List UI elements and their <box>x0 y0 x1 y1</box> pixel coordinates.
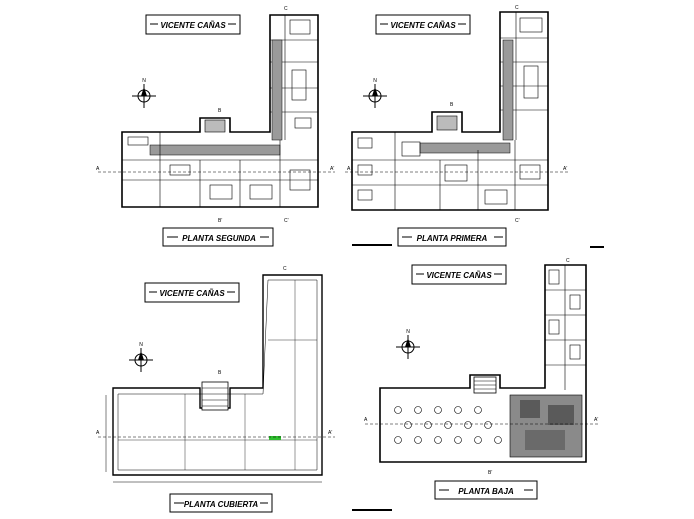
plan-title-primera: PLANTA PRIMERA <box>417 234 488 243</box>
section-mark-c: C <box>515 5 519 11</box>
section-markers-primera: A A' C C' B <box>345 5 570 224</box>
service-block-baja <box>509 394 583 458</box>
north-letter: N <box>142 78 146 84</box>
section-mark-a-prime: A' <box>563 166 567 172</box>
plan-title-box-cubierta: PLANTA CUBIERTA <box>169 493 273 513</box>
corridor-primera <box>419 39 514 154</box>
scale-bar <box>352 244 604 248</box>
dimension-lines-cubierta <box>105 395 322 483</box>
plan-title-baja: PLANTA BAJA <box>458 487 514 496</box>
plan-title-segunda: PLANTA SEGUNDA <box>182 234 256 243</box>
street-label-box-primera: VICENTE CAÑAS <box>375 14 471 35</box>
rooms-body-segunda <box>122 119 318 207</box>
rooms-body-primera <box>352 115 548 210</box>
roof-green-marker <box>269 436 281 440</box>
section-mark-a-prime: A' <box>330 166 334 172</box>
corridor-segunda <box>149 39 283 156</box>
plan-title-box-baja: PLANTA BAJA <box>434 480 538 500</box>
section-mark-c: C <box>284 6 288 12</box>
rooms-wing-baja <box>545 265 586 390</box>
section-mark-b: B <box>218 370 222 376</box>
plan-baja: VICENTE CAÑAS N <box>352 258 600 511</box>
scale-bar <box>352 509 392 511</box>
north-arrow-icon: N <box>396 329 420 359</box>
section-mark-b-prime: B' <box>488 470 492 476</box>
street-label-box-baja: VICENTE CAÑAS <box>411 264 507 285</box>
north-letter: N <box>373 78 377 84</box>
north-letter: N <box>406 329 410 335</box>
plan-primera: VICENTE CAÑAS N <box>345 5 604 248</box>
street-label-box-segunda: VICENTE CAÑAS <box>145 14 241 35</box>
plan-title-box-segunda: PLANTA SEGUNDA <box>162 227 274 247</box>
building-outline-segunda <box>121 14 319 208</box>
section-mark-c: C <box>283 266 287 272</box>
roof-stair-hatch <box>201 381 229 411</box>
roof-eave-line <box>117 279 318 471</box>
section-mark-b: B <box>450 102 454 108</box>
roof-outline <box>112 274 323 476</box>
section-mark-a: A <box>96 166 100 172</box>
building-outline-primera <box>351 11 549 211</box>
section-markers-segunda: A A' C C' B' B <box>96 6 335 224</box>
section-mark-c: C <box>566 258 570 264</box>
plan-title-box-primera: PLANTA PRIMERA <box>397 227 507 247</box>
section-mark-a: A <box>364 417 368 423</box>
section-mark-c-prime: C' <box>515 218 520 224</box>
street-label-cubierta: VICENTE CAÑAS <box>159 289 225 298</box>
building-outline-baja <box>379 264 587 463</box>
section-markers-cubierta: A A' C B <box>96 266 335 438</box>
street-label-segunda: VICENTE CAÑAS <box>160 21 226 30</box>
plan-segunda: VICENTE CAÑAS N <box>96 6 335 247</box>
dining-tables-baja <box>394 406 502 444</box>
roof-divisions <box>118 280 317 470</box>
stair-baja <box>473 376 497 394</box>
section-mark-a: A <box>96 430 100 436</box>
north-arrow-icon: N <box>132 78 156 108</box>
street-label-primera: VICENTE CAÑAS <box>390 21 456 30</box>
street-label-baja: VICENTE CAÑAS <box>426 271 492 280</box>
street-label-box-cubierta: VICENTE CAÑAS <box>144 282 240 303</box>
section-mark-b: B <box>218 108 222 114</box>
plan-title-cubierta: PLANTA CUBIERTA <box>184 500 259 509</box>
plan-cubierta: VICENTE CAÑAS N <box>96 266 335 513</box>
section-mark-b-prime: B' <box>218 218 222 224</box>
section-mark-a: A <box>347 166 351 172</box>
section-mark-a-prime: A' <box>594 417 598 423</box>
section-markers-baja: A A' C B' <box>364 258 600 476</box>
section-mark-c-prime: C' <box>284 218 289 224</box>
north-letter: N <box>139 342 143 348</box>
section-mark-a-prime: A' <box>328 430 332 436</box>
north-arrow-icon: N <box>363 78 387 108</box>
north-arrow-icon: N <box>129 342 153 372</box>
